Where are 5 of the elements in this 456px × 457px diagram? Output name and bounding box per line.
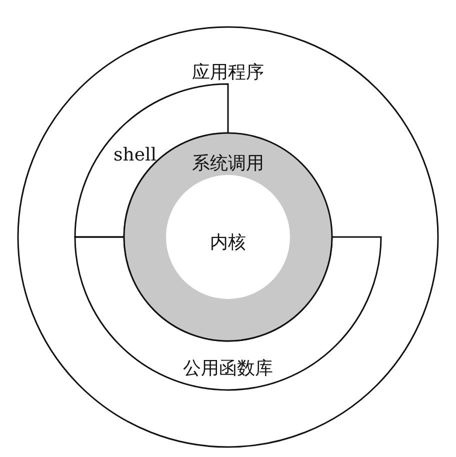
region-label: shell bbox=[114, 144, 156, 166]
region-label: 公用函数库 bbox=[183, 357, 273, 380]
region-label: 内核 bbox=[210, 231, 246, 254]
region-label: 应用程序 bbox=[192, 61, 264, 84]
region-label: 系统调用 bbox=[192, 152, 264, 175]
